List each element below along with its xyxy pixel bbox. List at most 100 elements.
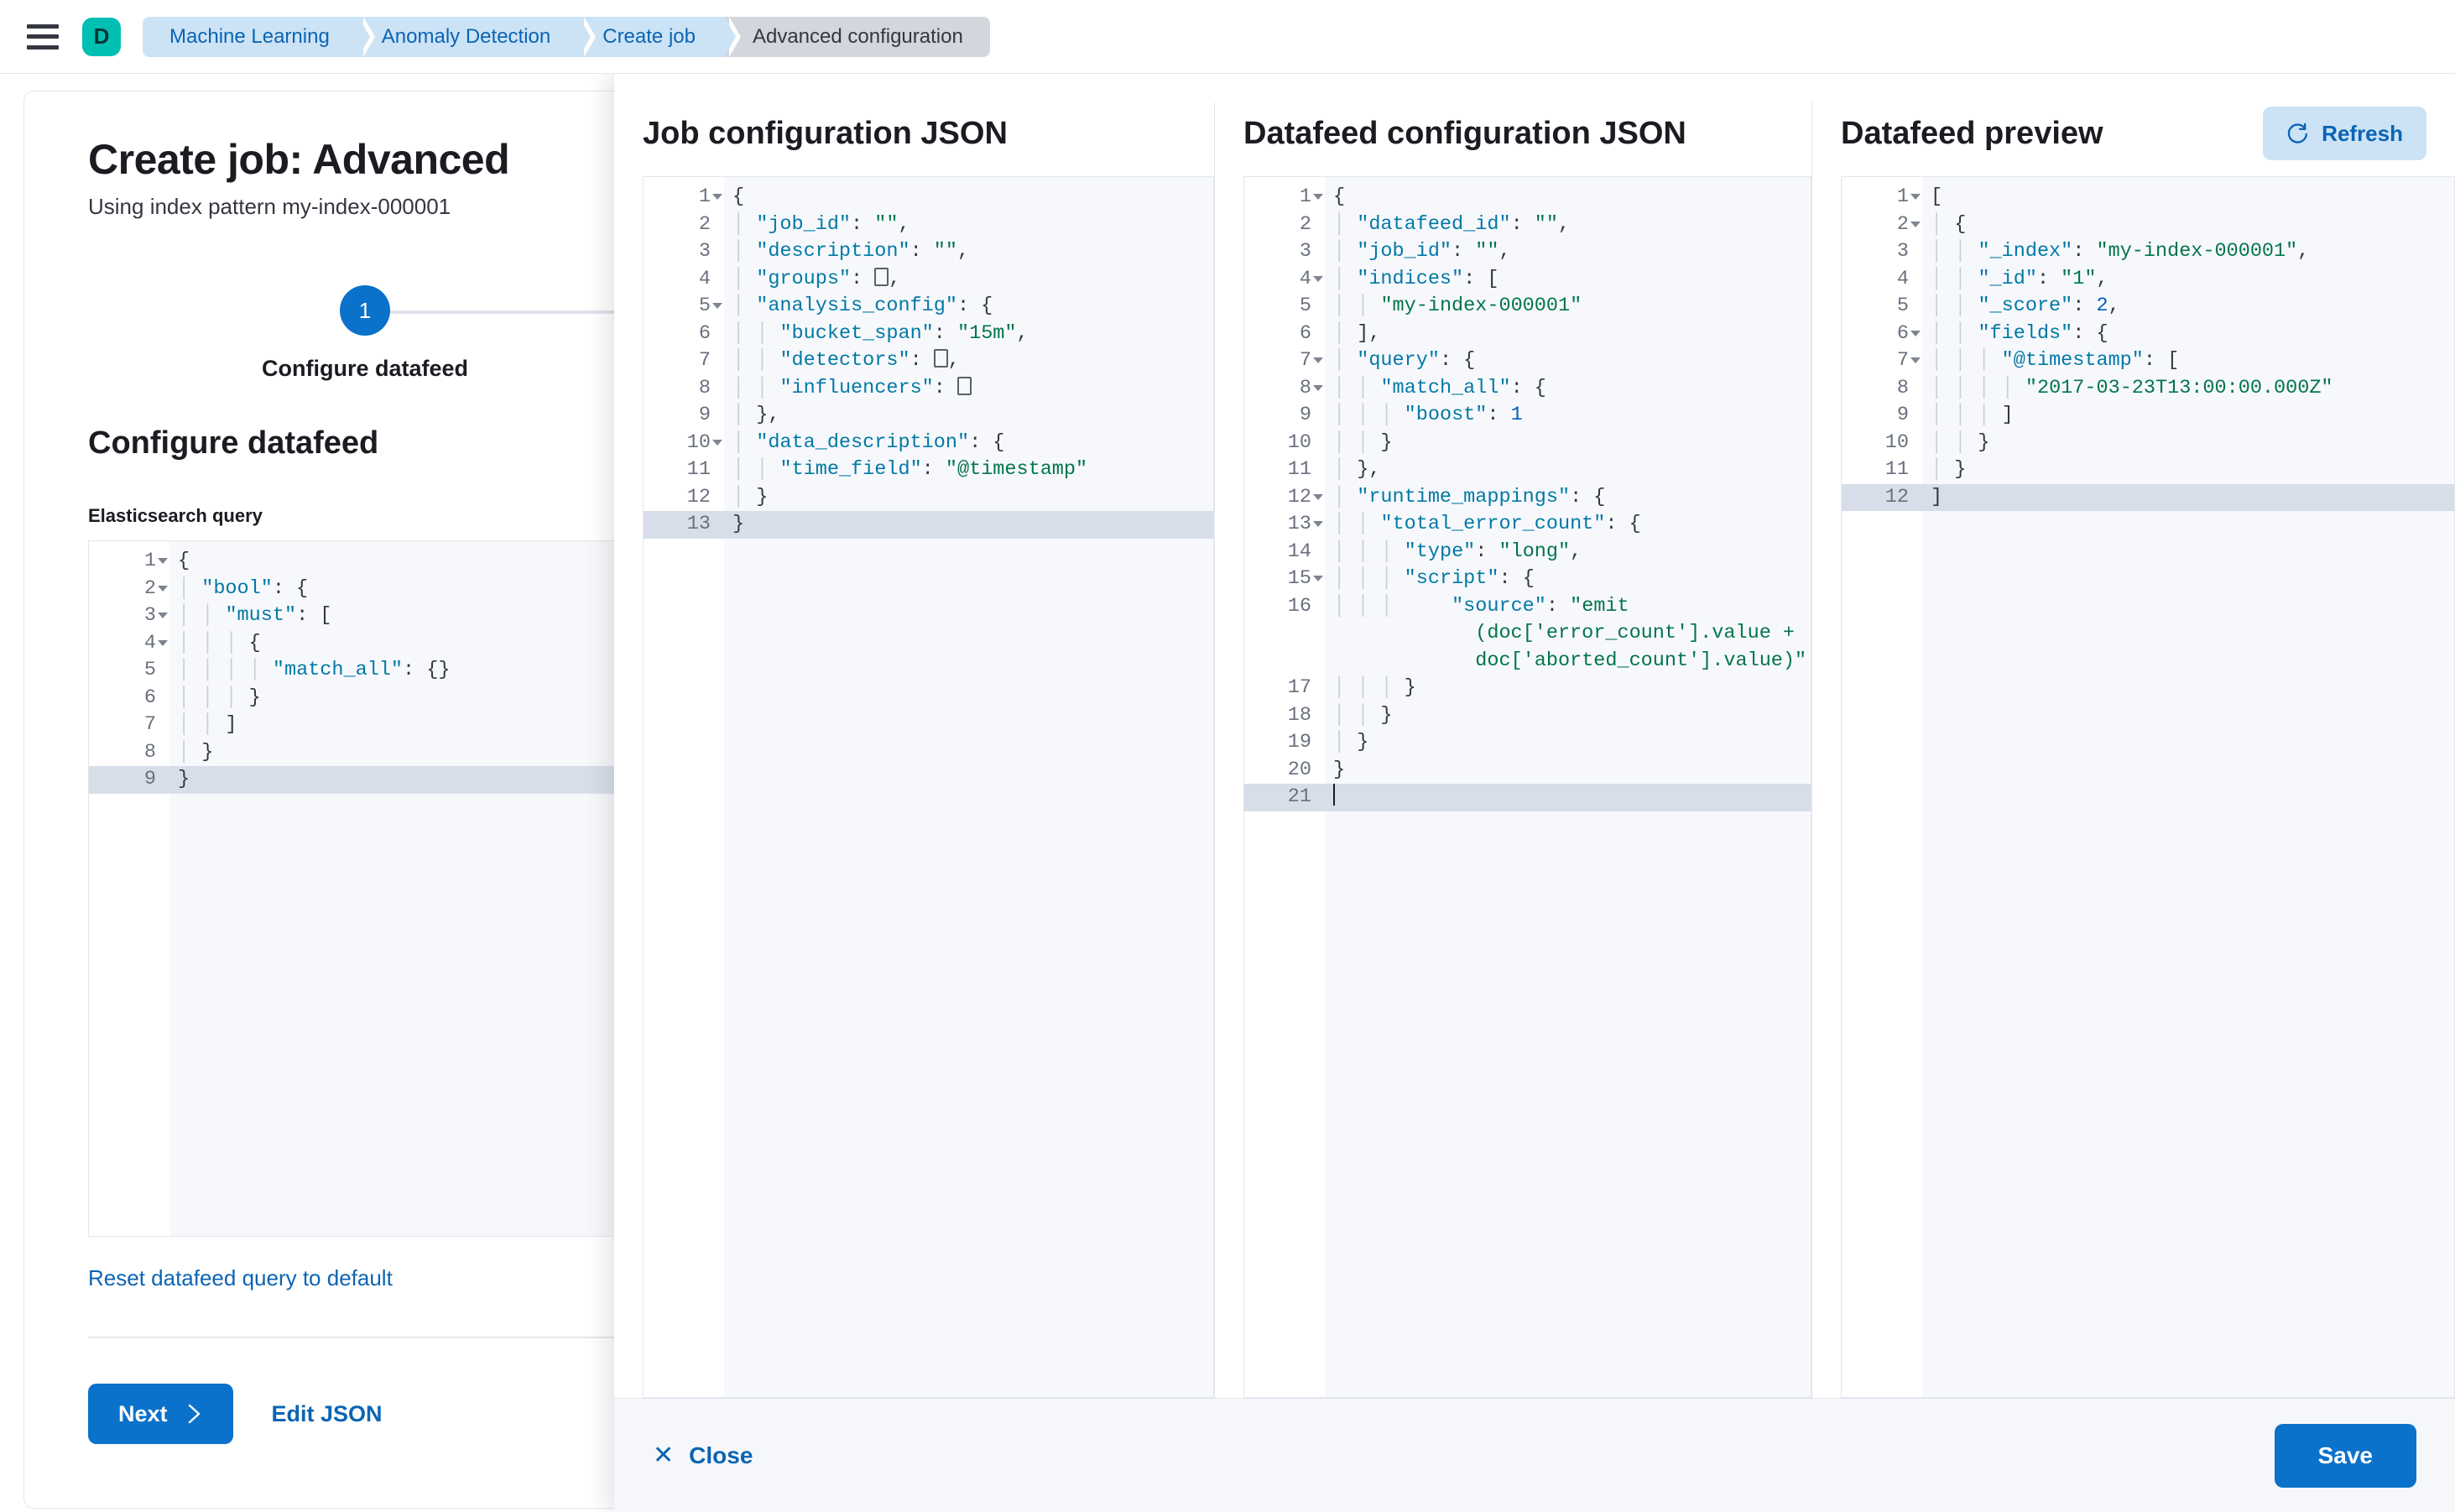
- code-line: │ │ │ "script": {: [1333, 567, 1535, 590]
- code-line: │ │ │ "source": "emit (doc['error_count'…: [1333, 594, 1807, 672]
- line-number: 4: [1244, 266, 1325, 294]
- code-line: │ "job_id": "",: [1333, 240, 1511, 263]
- datafeed-configuration-header: Datafeed configuration JSON: [1243, 102, 1811, 164]
- line-number: 6: [143, 686, 156, 709]
- fold-arrow-icon[interactable]: [1910, 330, 1921, 336]
- reset-datafeed-query-link[interactable]: Reset datafeed query to default: [88, 1265, 393, 1290]
- flyout-footer: ✕ Close Save: [614, 1398, 2455, 1512]
- job-config-code[interactable]: {│ "job_id": "",│ "description": "",│ "g…: [724, 177, 1213, 1397]
- fold-arrow-icon[interactable]: [1313, 194, 1323, 200]
- code-line: │ │ "bucket_span": "15m",: [732, 321, 1029, 345]
- line-number: 11: [686, 458, 711, 481]
- datafeed-config-code[interactable]: {│ "datafeed_id": "",│ "job_id": "",│ "i…: [1325, 177, 1811, 1397]
- code-line: │ │ │ "type": "long",: [1333, 540, 1582, 563]
- line-number: 8: [1244, 375, 1325, 403]
- fold-arrow-icon[interactable]: [1313, 576, 1323, 581]
- line-number: 10: [1884, 430, 1909, 454]
- fold-arrow-icon[interactable]: [1910, 221, 1921, 227]
- empty-array-glyph: [933, 349, 948, 368]
- fold-arrow-icon[interactable]: [1910, 357, 1921, 363]
- code-line: │ }: [1333, 731, 1369, 753]
- close-button-label: Close: [689, 1442, 753, 1468]
- fold-arrow-icon[interactable]: [1910, 194, 1921, 200]
- code-line: │ "description": "",: [732, 240, 970, 263]
- code-line: │ "groups": ,: [732, 267, 901, 290]
- line-number: 5: [1896, 295, 1909, 317]
- fold-arrow-icon[interactable]: [1313, 384, 1323, 391]
- breadcrumb-item-advanced-configuration[interactable]: Advanced configuration: [723, 16, 990, 57]
- fold-arrow-icon[interactable]: [158, 585, 168, 592]
- stepper-step-1[interactable]: 1: [340, 285, 390, 336]
- code-line: │ │ }: [1931, 430, 1990, 454]
- line-number: 9: [89, 766, 169, 794]
- line-number: 14: [1287, 540, 1311, 563]
- code-line: │ │ "influencers":: [724, 375, 1213, 403]
- line-number: 21: [1244, 784, 1325, 811]
- line-number: 18: [1287, 703, 1311, 727]
- hamburger-menu-icon[interactable]: [27, 23, 59, 50]
- empty-array-glyph: [874, 267, 889, 286]
- code-line: │ │ }: [1333, 430, 1393, 454]
- code-line: │ │ │ ]: [1931, 404, 2014, 426]
- code-line: │ },: [1333, 458, 1381, 481]
- breadcrumb-item-anomaly-detection[interactable]: Anomaly Detection: [357, 16, 597, 57]
- code-line: │ "job_id": "",: [732, 212, 910, 236]
- code-line: │ "bool": {: [178, 576, 309, 600]
- line-number: 2: [698, 212, 711, 236]
- fold-arrow-icon[interactable]: [712, 439, 722, 446]
- fold-arrow-icon[interactable]: [1313, 275, 1323, 282]
- code-line: │ │ "match_all": {: [1333, 376, 1546, 399]
- line-number: 3: [698, 240, 711, 263]
- line-number: 5: [644, 293, 724, 321]
- line-number: 8: [143, 740, 156, 764]
- code-line: }: [1333, 758, 1346, 781]
- job-configuration-header: Job configuration JSON: [643, 102, 1214, 164]
- elasticsearch-query-label: Elasticsearch query: [88, 505, 263, 526]
- line-number: 5: [1299, 295, 1311, 317]
- empty-array-glyph: [957, 376, 972, 395]
- edit-json-button[interactable]: Edit JSON: [271, 1400, 383, 1426]
- next-button[interactable]: Next: [88, 1384, 233, 1444]
- save-button[interactable]: Save: [2274, 1423, 2416, 1488]
- line-number: 10: [644, 430, 724, 457]
- code-line: │ │ │ │ "2017-03-23T13:00:00.000Z": [1931, 376, 2333, 399]
- wizard-button-row: Next Edit JSON: [88, 1384, 1150, 1444]
- code-line: │ │ "my-index-000001": [1333, 295, 1582, 317]
- code-line: │ "datafeed_id": "",: [1333, 212, 1571, 236]
- fold-arrow-icon[interactable]: [712, 194, 722, 200]
- code-line: │ │ │ {: [178, 631, 261, 654]
- close-button[interactable]: ✕ Close: [653, 1442, 753, 1469]
- code-line: │ "analysis_config": {: [732, 295, 993, 317]
- datafeed-preview-code[interactable]: [│ {│ │ "_index": "my-index-000001",│ │ …: [1922, 177, 2454, 1397]
- code-line: │ "query": {: [1333, 349, 1476, 372]
- fold-arrow-icon[interactable]: [158, 639, 168, 646]
- code-line: │ │ "fields": {: [1931, 321, 2108, 345]
- line-number: 9: [1299, 404, 1311, 426]
- fold-arrow-icon[interactable]: [1313, 357, 1323, 363]
- refresh-button[interactable]: Refresh: [2263, 107, 2426, 160]
- line-number: 15: [1244, 566, 1325, 593]
- breadcrumb-item-create-job[interactable]: Create job: [579, 16, 741, 57]
- code-line: {: [178, 550, 190, 572]
- fold-arrow-icon[interactable]: [1313, 521, 1323, 527]
- fold-arrow-icon[interactable]: [1313, 493, 1323, 500]
- fold-arrow-icon[interactable]: [158, 613, 168, 618]
- fold-arrow-icon[interactable]: [712, 303, 722, 309]
- line-number: 1: [89, 548, 169, 576]
- chevron-right-icon: [188, 1404, 200, 1424]
- datafeed-preview-title: Datafeed preview: [1841, 115, 2103, 151]
- code-line: │ │ ]: [178, 713, 237, 736]
- breadcrumb-item-machine-learning[interactable]: Machine Learning: [143, 16, 375, 57]
- next-button-label: Next: [118, 1400, 168, 1426]
- line-number: 4: [698, 267, 711, 290]
- fold-arrow-icon[interactable]: [158, 558, 168, 564]
- avatar[interactable]: D: [82, 17, 121, 56]
